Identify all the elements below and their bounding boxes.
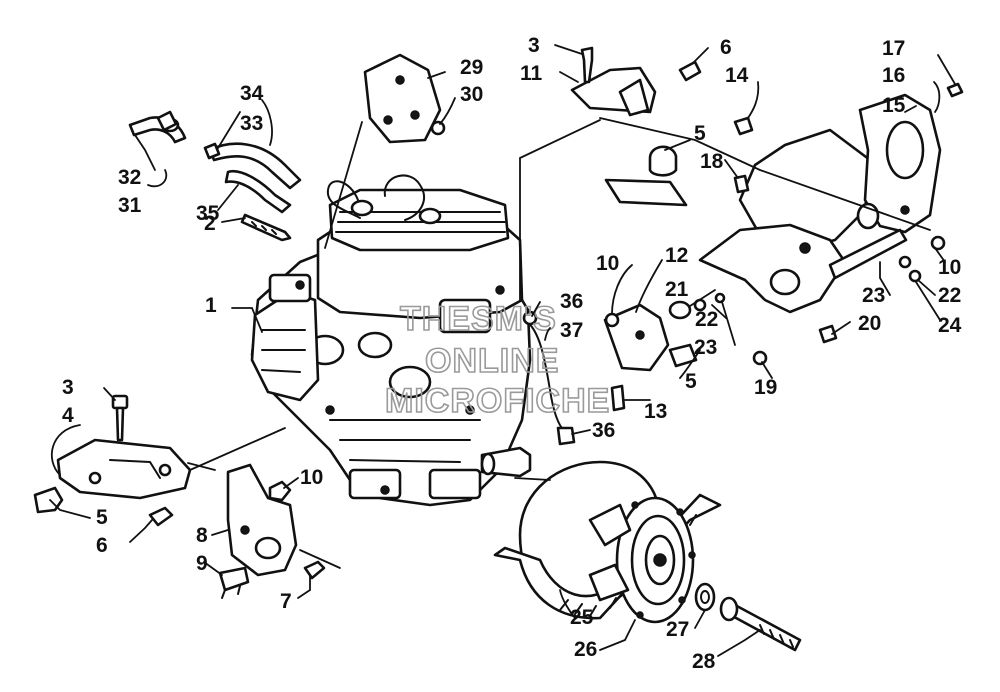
watermark-line-3: MICROFICHE [385,382,610,420]
callout-9: 9 [196,552,208,575]
bolt-18[interactable] [733,174,750,194]
callout-22-right: 22 [938,284,961,307]
bracket-8[interactable] [226,463,298,577]
callout-6-left: 6 [96,534,108,557]
callout-25: 25 [570,606,594,629]
callout-23-center: 23 [694,336,717,359]
bracket-11[interactable] [570,66,657,117]
callout-27: 27 [666,618,689,641]
clamp-34[interactable] [203,142,221,160]
engine-mount-plate-4[interactable] [56,438,192,500]
bolt-3-left[interactable] [111,394,129,442]
callout-37: 37 [560,319,583,342]
callout-3-top: 3 [528,34,540,57]
callout-12: 12 [665,244,688,267]
washer-23-center[interactable] [714,292,726,304]
callout-10-center: 10 [596,252,619,275]
plate-5-top[interactable] [604,178,688,207]
callout-31: 31 [118,194,142,217]
callout-10-lower: 10 [300,466,323,489]
callout-26: 26 [574,638,597,661]
gasket-2[interactable] [240,213,292,242]
leader-lines [49,44,956,657]
rubber-mount-5-center[interactable] [668,343,698,368]
bolt-6-top[interactable] [678,60,702,82]
callout-18: 18 [700,150,724,173]
bolt-3-top[interactable] [580,46,594,84]
nut-10-center[interactable] [604,312,620,328]
washer-24[interactable] [908,269,922,283]
bracket-12[interactable] [603,303,670,372]
bolt-17[interactable] [946,82,964,98]
callout-labels: 1 2 3 4 5 6 7 8 9 10 3 11 6 14 5 18 17 1… [62,34,962,673]
callout-22-center: 22 [695,308,718,331]
hose-35[interactable] [224,169,292,214]
callout-36-lower: 36 [592,419,615,442]
clamp-31[interactable] [156,110,178,132]
nut-10-right[interactable] [930,235,946,251]
callout-5-center: 5 [685,370,697,393]
washer-27[interactable] [694,582,716,612]
callout-29: 29 [460,56,483,79]
drive-clutch[interactable] [493,460,722,624]
bolt-6-left[interactable] [148,506,174,527]
torque-bracket-20[interactable] [698,223,908,314]
callout-35: 35 [196,202,220,225]
fuel-pump-29[interactable] [363,53,442,144]
callout-16: 16 [882,64,905,87]
screw-30[interactable] [430,120,446,136]
callout-28: 28 [692,650,716,673]
rear-mount-bracket-15[interactable] [738,93,942,252]
rubber-mount-5-top[interactable] [648,145,678,177]
callout-7: 7 [280,590,292,613]
part-9[interactable] [218,566,250,599]
callout-5-top: 5 [694,122,706,145]
watermark-line-2: ONLINE [425,342,559,380]
bolt-14[interactable] [733,116,754,136]
washer-22-right[interactable] [898,255,912,269]
callout-3-left: 3 [62,376,74,399]
callout-33: 33 [240,112,263,135]
nut-10-lower[interactable] [268,480,292,502]
callout-8: 8 [196,524,208,547]
callout-34: 34 [240,82,264,105]
callout-1: 1 [205,294,217,317]
callout-23-right: 23 [862,284,885,307]
callout-36-upper: 36 [560,290,583,313]
callout-14: 14 [725,64,749,87]
callout-10-right: 10 [938,256,961,279]
callout-2: 2 [204,212,216,235]
callout-32: 32 [118,166,141,189]
screw-7[interactable] [303,560,326,580]
callout-4: 4 [62,404,74,427]
callout-13: 13 [644,400,667,423]
callout-11: 11 [520,62,543,85]
watermark-line-1: THESM'S [400,300,557,338]
bolt-20[interactable] [818,324,838,344]
callout-19: 19 [754,376,777,399]
callout-21: 21 [665,278,689,301]
callout-17: 17 [882,37,905,60]
callout-6-top: 6 [720,36,732,59]
clutch-bolt-28[interactable] [719,596,802,652]
callout-15: 15 [882,94,906,117]
bolt-13[interactable] [610,384,626,412]
hose-33[interactable] [208,142,302,190]
hose-36-37[interactable] [522,310,576,446]
nut-19[interactable] [752,350,768,366]
callout-5-left: 5 [96,506,108,529]
callout-24: 24 [938,314,962,337]
spacer-21[interactable] [668,300,692,320]
engine-block[interactable] [250,174,532,507]
callout-30: 30 [460,83,483,106]
callout-20: 20 [858,312,881,335]
